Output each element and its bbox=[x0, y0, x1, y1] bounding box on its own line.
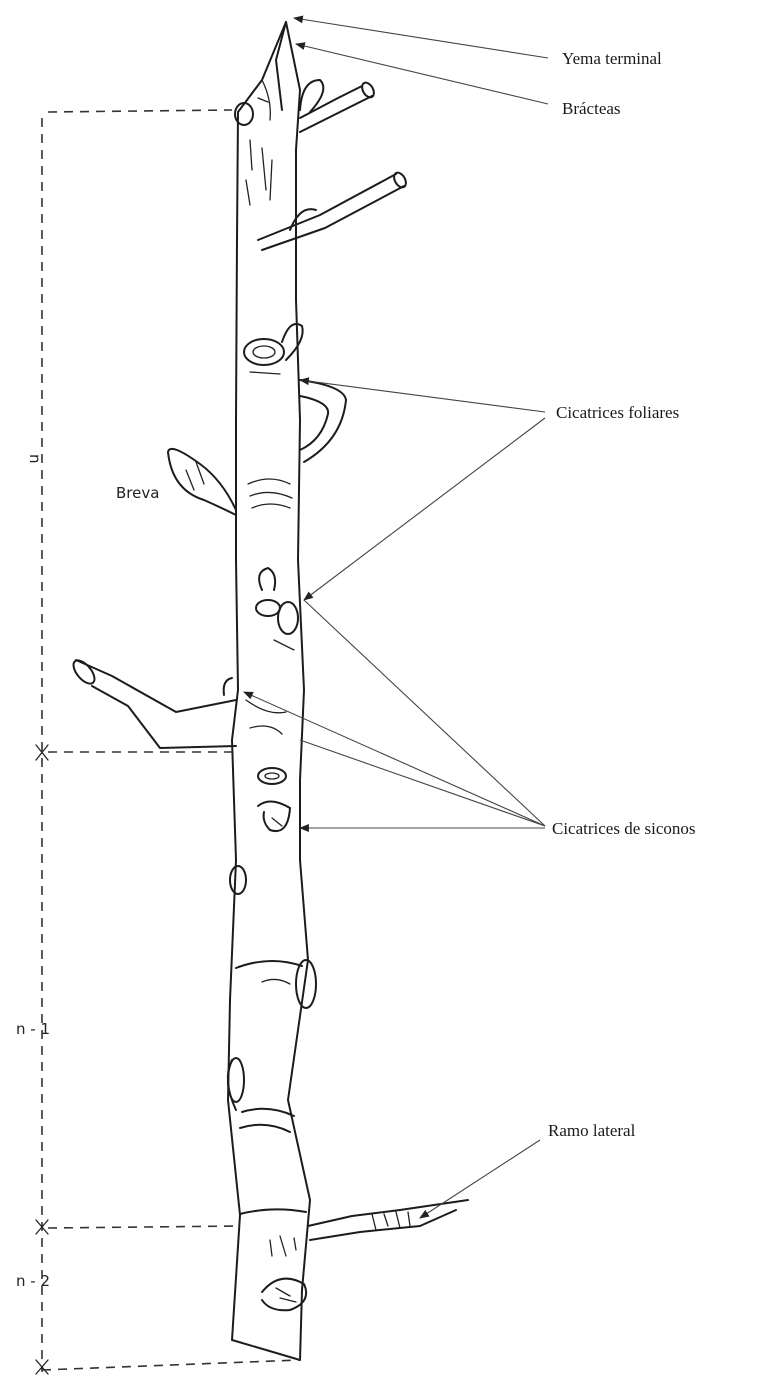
measurement-lines bbox=[36, 110, 300, 1374]
label-terminal-bud: Yema terminal bbox=[562, 49, 662, 68]
syconium-scars bbox=[258, 768, 290, 831]
curved-stub bbox=[300, 380, 346, 462]
stem-texture-top bbox=[246, 140, 272, 205]
lateral-branch bbox=[240, 1200, 468, 1240]
segment-label-n-2: n - 2 bbox=[16, 1272, 50, 1290]
upper-shoot-2 bbox=[258, 171, 408, 250]
breba-fruit bbox=[168, 449, 236, 515]
leaf-scar-2 bbox=[256, 568, 298, 650]
label-lateral-branch: Ramo lateral bbox=[548, 1121, 636, 1140]
label-bracts: Brácteas bbox=[562, 99, 621, 118]
lower-lateral-stub bbox=[70, 657, 286, 748]
label-syconium-scars: Cicatrices de siconos bbox=[552, 819, 696, 838]
segment-label-n-1: n - 1 bbox=[16, 1020, 50, 1038]
pointer-lines bbox=[244, 18, 548, 1218]
bottom-scars bbox=[262, 1236, 306, 1310]
upper-shoot-1 bbox=[300, 80, 376, 132]
label-leaf-scars: Cicatrices foliares bbox=[556, 403, 679, 422]
main-stem bbox=[228, 22, 310, 1360]
leaf-scar-1 bbox=[244, 324, 303, 374]
label-breba: Breva bbox=[116, 484, 159, 502]
stem-rings-mid bbox=[248, 479, 292, 508]
segment-label-n: n bbox=[26, 454, 44, 464]
terminal-bud bbox=[235, 22, 286, 125]
